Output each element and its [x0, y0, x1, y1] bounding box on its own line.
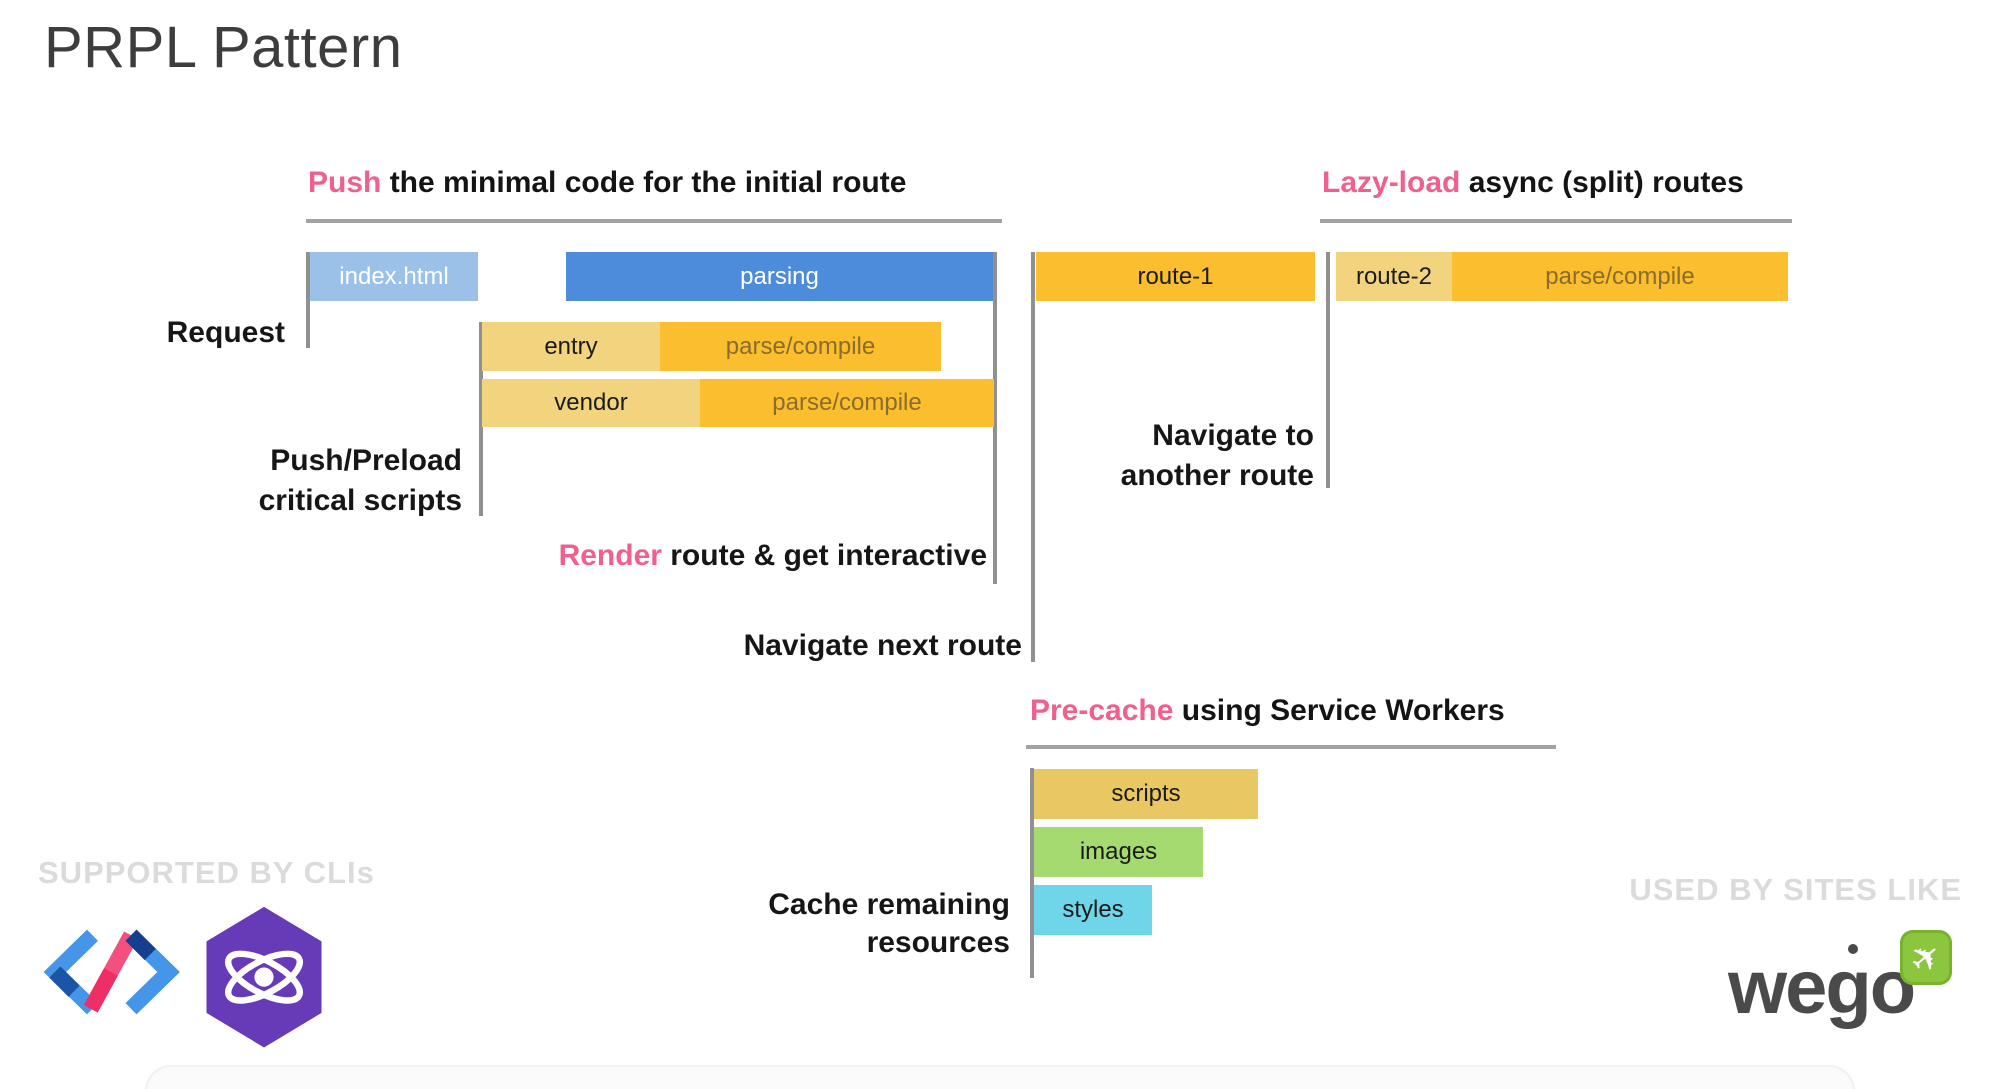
- label-push-preload: Push/Preload critical scripts: [259, 441, 462, 521]
- bar-route-1-label: route-1: [1137, 262, 1214, 290]
- heading-precache-rest: using Service Workers: [1173, 694, 1505, 727]
- wego-dot: [1848, 944, 1858, 954]
- bar-vendor-label: vendor: [554, 389, 628, 416]
- bar-entry-parse-compile-segment: parse/compile: [660, 322, 941, 371]
- bar-index-html-label: index.html: [339, 262, 449, 290]
- label-cache-remaining-line1: Cache remaining: [768, 888, 1010, 921]
- wego-wordmark: wego: [1728, 945, 1916, 1030]
- page-title: PRPL Pattern: [44, 15, 403, 80]
- bar-route-1: route-1: [1036, 252, 1315, 301]
- timeline-line-push-preload: [479, 322, 483, 516]
- bottom-slide-edge: [145, 1065, 1855, 1089]
- label-push-preload-line2: critical scripts: [258, 484, 462, 517]
- bar-entry: entry parse/compile: [482, 322, 941, 371]
- bar-styles: styles: [1034, 885, 1152, 935]
- bar-styles-label: styles: [1062, 896, 1124, 923]
- bar-parsing-label: parsing: [740, 262, 819, 290]
- bar-route-2-parse-compile-label: parse/compile: [1545, 262, 1695, 290]
- bar-index-html: index.html: [310, 252, 478, 301]
- heading-push-em: Push: [308, 166, 382, 199]
- label-navigate-next: Navigate next route: [743, 629, 1022, 662]
- label-cache-remaining-line2: resources: [866, 926, 1010, 959]
- heading-push-underline: [306, 219, 1002, 223]
- label-push-preload-line1: Push/Preload: [270, 444, 462, 477]
- label-navigate-another-line1: Navigate to: [1152, 419, 1314, 452]
- bar-entry-label: entry: [544, 332, 598, 360]
- timeline-line-request: [306, 252, 310, 348]
- label-render: Render route & get interactive: [559, 539, 987, 573]
- bar-images: images: [1034, 827, 1203, 877]
- bar-route-2-parse-compile-segment: parse/compile: [1452, 252, 1788, 301]
- polymer-logo-icon: [43, 929, 180, 1015]
- heading-lazy-em: Lazy-load: [1322, 166, 1461, 199]
- airplane-icon: ✈: [1900, 931, 1951, 983]
- timeline-line-navigate-next: [1031, 252, 1035, 662]
- heading-precache-em: Pre-cache: [1030, 694, 1174, 727]
- label-cache-remaining: Cache remaining resources: [768, 886, 1010, 962]
- used-by-sites-caption: USED BY SITES LIKE: [1629, 872, 1962, 907]
- bar-vendor-parse-compile-segment: parse/compile: [700, 379, 994, 427]
- bar-vendor: vendor parse/compile: [482, 379, 994, 427]
- label-navigate-another: Navigate to another route: [1121, 416, 1314, 496]
- heading-lazy-underline: [1320, 219, 1792, 223]
- label-navigate-another-line2: another route: [1120, 459, 1314, 492]
- bar-vendor-segment: vendor: [482, 379, 700, 427]
- bar-vendor-parse-compile-label: parse/compile: [772, 389, 922, 416]
- bar-parsing: parsing: [566, 252, 993, 301]
- timeline-line-render: [993, 252, 997, 584]
- preact-logo-icon: [206, 906, 322, 1048]
- polymer-logo: [40, 918, 180, 1031]
- heading-lazy-rest: async (split) routes: [1460, 166, 1744, 199]
- bar-entry-segment: entry: [482, 322, 660, 371]
- label-render-em: Render: [558, 539, 662, 572]
- heading-push-rest: the minimal code for the initial route: [381, 166, 907, 199]
- bar-scripts: scripts: [1034, 769, 1258, 819]
- bar-scripts-label: scripts: [1111, 780, 1181, 807]
- label-render-rest: route & get interactive: [661, 539, 987, 572]
- supported-by-clis-caption: SUPPORTED BY CLIs: [38, 855, 375, 890]
- wego-plane-badge: ✈: [1900, 930, 1952, 985]
- timeline-line-navigate-another: [1326, 252, 1330, 488]
- heading-precache: Pre-cache using Service Workers: [1030, 694, 1505, 728]
- timeline-line-cache: [1030, 768, 1034, 978]
- bar-route-2-segment: route-2: [1336, 252, 1452, 301]
- preact-logo: [200, 903, 328, 1055]
- bar-images-label: images: [1079, 838, 1158, 865]
- bar-route-2: route-2 parse/compile: [1336, 252, 1788, 301]
- bar-entry-parse-compile-label: parse/compile: [725, 332, 876, 360]
- heading-push: Push the minimal code for the initial ro…: [308, 166, 906, 200]
- heading-lazy-load: Lazy-load async (split) routes: [1322, 166, 1744, 200]
- bar-route-2-label: route-2: [1355, 262, 1433, 290]
- label-request: Request: [166, 316, 285, 349]
- heading-precache-underline: [1026, 745, 1556, 749]
